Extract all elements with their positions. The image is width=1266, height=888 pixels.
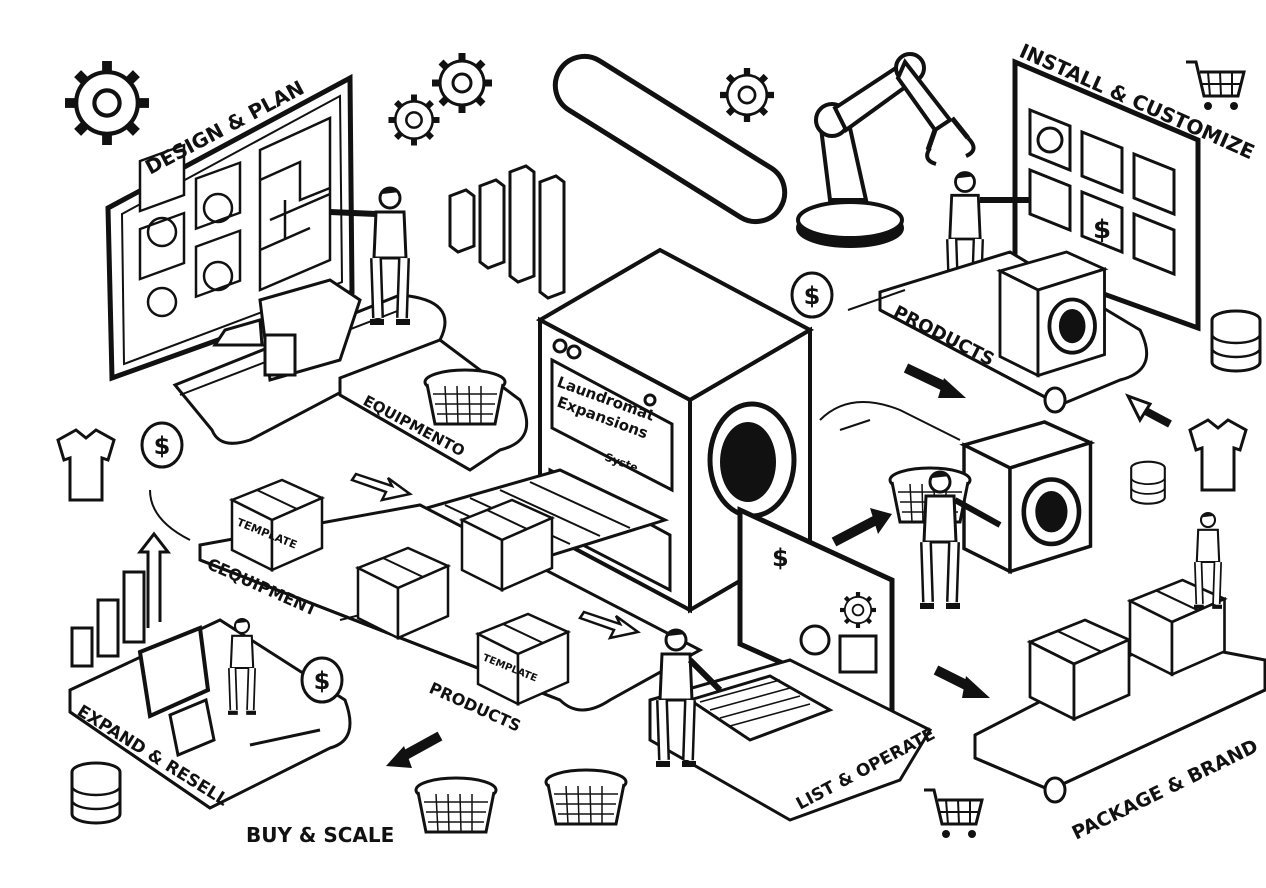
gear-icon	[389, 95, 440, 146]
install-customize-station: $	[878, 58, 1201, 414]
list-operate-station: $	[648, 506, 933, 822]
shirt-icon	[1188, 418, 1248, 492]
washing-machine-icon	[964, 422, 1091, 572]
arrow-icon	[903, 363, 951, 393]
dollar-coin-icon	[140, 421, 184, 469]
laundry-basket-icon	[414, 776, 498, 834]
expand-resell-station	[68, 619, 352, 810]
gear-icon	[65, 61, 149, 145]
arrow-icon	[1124, 393, 1153, 424]
package-brand-station	[973, 513, 1266, 804]
dollar-icon: $	[1093, 215, 1111, 245]
gear-icon	[720, 68, 774, 122]
laundry-basket-icon	[544, 768, 628, 826]
coin-stack-icon	[70, 761, 122, 825]
gear-icon	[432, 53, 492, 113]
buy-scale-label: BUY & SCALE	[246, 823, 394, 847]
shopping-cart-icon	[922, 788, 984, 840]
dollar-icon: $	[772, 544, 789, 572]
shopping-cart-icon	[1184, 60, 1246, 112]
growth-chart-icon	[70, 531, 172, 668]
dollar-coin-icon	[790, 271, 834, 319]
arrow-icon	[831, 515, 879, 547]
equipment-products-conveyor	[198, 478, 704, 712]
arrow-icon	[578, 610, 641, 640]
robot-arm-icon	[796, 52, 976, 248]
shirt-icon	[56, 428, 116, 502]
capsule-shape	[552, 53, 788, 225]
dollar-coin-icon	[300, 656, 344, 704]
design-plan-station	[105, 73, 447, 445]
laundry-basket-icon	[423, 368, 507, 426]
loading-station	[888, 422, 1091, 606]
connector-lines	[149, 289, 961, 541]
washing-machine-icon	[998, 250, 1107, 378]
equipment-conveyor	[338, 338, 529, 472]
coin-stack-icon	[1210, 309, 1262, 373]
flow-arrows	[350, 363, 1172, 768]
coin-stack-icon	[1130, 460, 1166, 505]
arrow-icon	[350, 472, 413, 502]
bar-graph-icon	[448, 164, 566, 300]
